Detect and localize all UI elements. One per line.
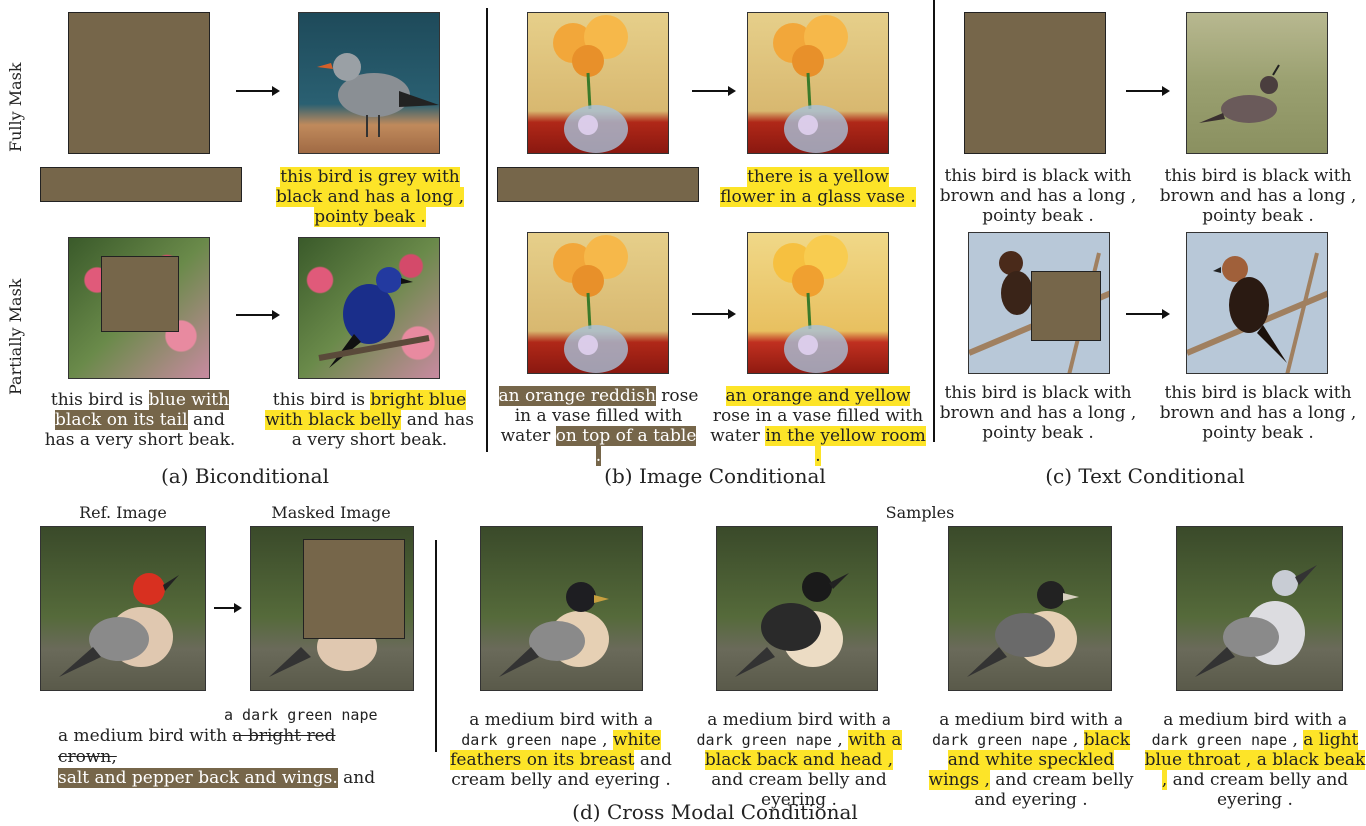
b-masked-text-span-1: an orange reddish: [498, 386, 656, 406]
arrow-icon: [692, 309, 736, 319]
c-caption-1: this bird is black with brown and has a …: [939, 166, 1137, 226]
section-label-a: (a) Biconditional: [161, 464, 329, 488]
divider-line: [486, 8, 488, 452]
b-generated-text-span-1: an orange and yellow: [725, 386, 911, 406]
d-sample-caption-4: a medium bird with a dark green nape , a…: [1144, 710, 1366, 810]
divider-line: [933, 0, 935, 442]
b-generated-text-span-2: in the yellow room .: [765, 426, 926, 466]
a-partial-mask-region: [101, 256, 179, 332]
arrow-icon: [236, 86, 280, 96]
b-output-caption: there is a yellow flower in a glass vase…: [718, 167, 918, 207]
section-label-c: (c) Text Conditional: [1045, 464, 1245, 488]
c-caption-2: this bird is black with brown and has a …: [1159, 166, 1357, 226]
a-output-blue-bird-image: [298, 237, 440, 379]
a-full-mask-image: [68, 12, 210, 154]
a-full-mask-text: [40, 167, 242, 202]
d-sample-image-3: [948, 526, 1112, 691]
d-ref-struck-text: a bright red crown,: [58, 726, 336, 767]
d-sample-image-2: [716, 526, 878, 691]
b-full-mask-text: [497, 167, 699, 202]
b-partial-input-caption: an orange reddish rose in a vase filled …: [498, 386, 699, 466]
arrow-icon: [1126, 86, 1170, 96]
b-partial-input-vase-image: [527, 232, 669, 374]
masked-image-label: Masked Image: [271, 503, 391, 522]
c-caption-3: this bird is black with brown and has a …: [939, 383, 1137, 443]
d-ref-caption: a dark green nape a medium bird with a b…: [58, 705, 388, 789]
row-label-fully-mask: Fully Mask: [6, 62, 25, 152]
c-output-brown-bird-image: [1186, 232, 1328, 374]
c-output-bird-grass-image: [1186, 12, 1328, 154]
section-label-d: (d) Cross Modal Conditional: [572, 800, 858, 824]
b-masked-text-span-2: on top of a table .: [555, 426, 697, 466]
samples-label: Samples: [885, 503, 955, 522]
d-ref-masked-text: salt and pepper back and wings.: [58, 768, 338, 788]
d-ref-woodpecker-image: [40, 526, 206, 691]
a-output-grey-bird-image: [298, 12, 440, 154]
c-partial-input-bird-image: [968, 232, 1110, 374]
b-output-vase-image: [747, 12, 889, 154]
c-partial-mask-region: [1031, 271, 1101, 341]
b-partial-output-vase-image: [747, 232, 889, 374]
a-partial-input-caption: this bird is blue with black on its tail…: [44, 390, 236, 450]
section-label-b: (b) Image Conditional: [604, 464, 826, 488]
arrow-icon: [214, 603, 242, 613]
d-sample-image-1: [480, 526, 643, 691]
ref-image-label: Ref. Image: [79, 503, 167, 522]
a-output-caption: this bird is grey with black and has a l…: [270, 167, 470, 227]
arrow-icon: [692, 86, 736, 96]
b-partial-output-caption: an orange and yellow rose in a vase fill…: [710, 386, 926, 466]
d-sample-caption-2: a medium bird with a dark green nape , w…: [696, 710, 902, 810]
d-masked-woodpecker-image: [250, 526, 414, 691]
b-input-vase-image: [527, 12, 669, 154]
divider-line: [435, 540, 437, 752]
row-label-partially-mask: Partially Mask: [6, 278, 25, 395]
d-sample-caption-3: a medium bird with a dark green nape , b…: [928, 710, 1134, 810]
d-sample-caption-1: a medium bird with a dark green nape , w…: [450, 710, 672, 790]
d-partial-mask-region: [303, 539, 405, 639]
b-output-caption-highlight: there is a yellow flower in a glass vase…: [720, 167, 916, 207]
d-sample-image-4: [1176, 526, 1343, 691]
c-full-mask-image: [964, 12, 1106, 154]
a-partial-output-caption: this bird is bright blue with black bell…: [265, 390, 474, 450]
d-ref-replacement-handwritten: a dark green nape: [224, 706, 378, 724]
arrow-icon: [1126, 309, 1170, 319]
a-output-caption-highlight: this bird is grey with black and has a l…: [275, 167, 465, 227]
arrow-icon: [236, 310, 280, 320]
a-partial-input-image: [68, 237, 210, 379]
c-caption-4: this bird is black with brown and has a …: [1159, 383, 1357, 443]
